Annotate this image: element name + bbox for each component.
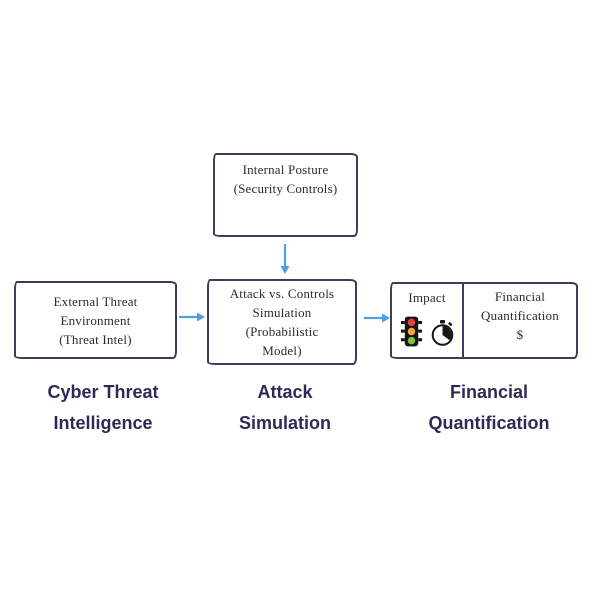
cell-financial-line2: Quantification bbox=[481, 308, 559, 323]
box-attack-simulation: Attack vs. Controls Simulation (Probabil… bbox=[207, 279, 357, 365]
box-attack-simulation-line3: (Probabilistic bbox=[245, 324, 319, 339]
box-internal-posture-line1: Internal Posture bbox=[242, 162, 329, 177]
box-external-threat-line2: Environment bbox=[60, 312, 131, 328]
arrow-threat-to-simulation bbox=[179, 312, 205, 322]
box-internal-posture-line2: (Security Controls) bbox=[233, 181, 338, 196]
box-external-threat-line3: (Threat Intel) bbox=[59, 331, 132, 347]
arrow-simulation-to-outcome bbox=[364, 313, 390, 323]
cell-financial-quantification: Financial Quantification $ bbox=[464, 284, 576, 357]
stage-label-cyber-threat-intelligence: Cyber Threat Intelligence bbox=[13, 377, 193, 439]
traffic-light-icon bbox=[400, 316, 423, 352]
box-internal-posture: Internal Posture (Security Controls) bbox=[213, 153, 358, 237]
stage-label-attack-line2: Simulation bbox=[238, 413, 331, 433]
stage-label-cti-line1: Cyber Threat bbox=[47, 382, 159, 402]
box-external-threat: External Threat Environment (Threat Inte… bbox=[14, 281, 177, 359]
box-attack-simulation-line2: Simulation bbox=[252, 305, 312, 320]
box-outcome: Impact bbox=[390, 282, 578, 359]
box-external-threat-line1: External Threat bbox=[53, 293, 138, 309]
stage-label-cti-line2: Intelligence bbox=[53, 413, 153, 433]
stage-label-attack-simulation: Attack Simulation bbox=[205, 377, 365, 439]
impact-icons bbox=[392, 316, 462, 352]
stage-label-fq-line1: Financial bbox=[449, 382, 529, 402]
cell-financial-line1: Financial bbox=[494, 289, 546, 304]
arrow-internal-to-simulation bbox=[280, 244, 290, 274]
stage-label-attack-line1: Attack bbox=[257, 382, 313, 402]
impact-title: Impact bbox=[408, 290, 446, 305]
stage-label-fq-line2: Quantification bbox=[428, 413, 550, 433]
box-attack-simulation-line4: Model) bbox=[262, 343, 302, 358]
cell-financial-line3: $ bbox=[516, 327, 524, 342]
box-attack-simulation-line1: Attack vs. Controls bbox=[229, 286, 335, 301]
cell-impact: Impact bbox=[392, 284, 464, 357]
stage-label-financial-quantification: Financial Quantification bbox=[389, 377, 589, 439]
stopwatch-icon bbox=[430, 320, 455, 352]
